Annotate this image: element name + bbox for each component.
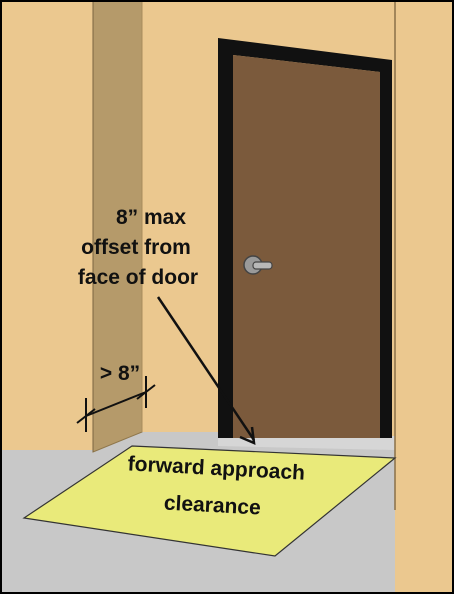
clearance-label-line2: clearance — [163, 491, 261, 519]
reveal-dimension — [76, 376, 156, 432]
offset-label-line3: face of door — [78, 266, 198, 289]
right-wall — [395, 0, 454, 510]
clearance-area — [22, 445, 397, 557]
door-leaf — [233, 55, 380, 438]
offset-label-line2: offset from — [81, 236, 191, 259]
lever-handle-icon — [243, 255, 273, 275]
offset-leader-arrow — [156, 296, 256, 446]
offset-label-line1: 8” max — [116, 206, 186, 229]
reveal-dimension-label: > 8” — [100, 362, 140, 385]
floor-molding — [218, 436, 395, 450]
